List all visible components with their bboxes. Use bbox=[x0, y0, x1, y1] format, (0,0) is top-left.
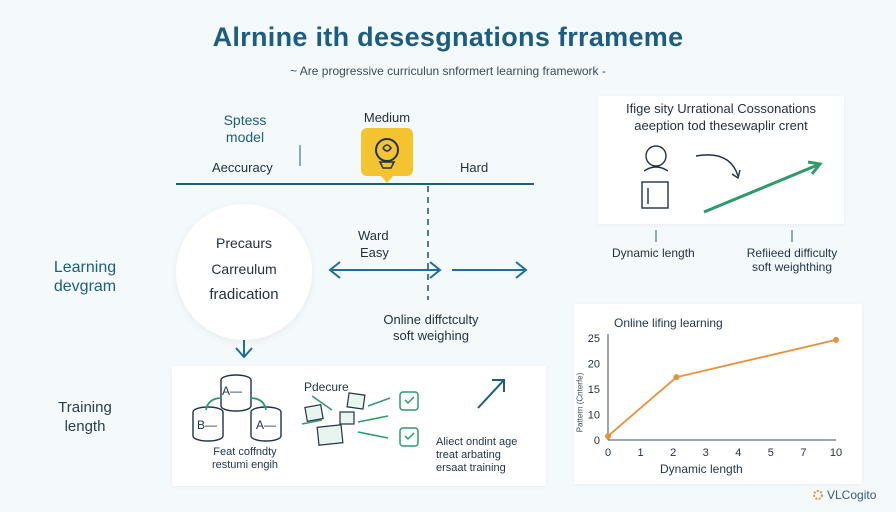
training-panel-graphics bbox=[192, 374, 505, 447]
database-right-icon bbox=[250, 412, 282, 442]
sptess-model-label: Sptess model bbox=[210, 112, 280, 146]
database-link-arrows bbox=[205, 397, 267, 411]
page-subtitle: ~ Are progressive curriculun snformert l… bbox=[290, 64, 606, 78]
refined-difficulty-label: Refiieed difficulty soft weighthing bbox=[734, 246, 850, 274]
page-title: Alrnine ith desesgnations frrameme bbox=[212, 22, 684, 52]
chart-ylabel: Pattern (Cnterfe) bbox=[575, 372, 585, 433]
learning-label: Learning devgram bbox=[40, 258, 130, 296]
right-arrow-icon bbox=[452, 261, 528, 279]
data-point bbox=[605, 433, 611, 440]
x-tick-label: 1 bbox=[638, 447, 644, 459]
thinking-head-icon bbox=[375, 138, 399, 183]
refined-line2: soft weighthing bbox=[751, 260, 833, 274]
database-left-icon bbox=[192, 412, 224, 442]
accuracy-label: Aeccuracy bbox=[212, 160, 273, 175]
y-tick-label: 25 bbox=[588, 333, 600, 345]
learning-label-line2: devgram bbox=[53, 278, 117, 295]
chart-title: Online lifing learning bbox=[614, 316, 723, 330]
feat-line1: Feat coffndty bbox=[213, 446, 277, 458]
cogito-logo-icon bbox=[813, 490, 823, 500]
db-label-right: A— bbox=[256, 418, 277, 432]
procedure-label: Pdecure bbox=[304, 380, 349, 394]
feat-label: Feat coffndty restumi engih bbox=[190, 446, 300, 472]
training-label-line2: length bbox=[64, 418, 106, 435]
sptess-label-line2: model bbox=[225, 129, 265, 145]
database-icon bbox=[220, 380, 252, 412]
circle-line3: fradication bbox=[209, 286, 279, 303]
learner-face-icon bbox=[645, 145, 667, 167]
training-label-line1: Training bbox=[58, 399, 112, 416]
y-tick-label: 10 bbox=[588, 410, 600, 422]
y-tick-label: 20 bbox=[588, 359, 600, 371]
alloc-line1: Aliect ondint age bbox=[436, 436, 518, 448]
online-line2: soft weighing bbox=[393, 328, 469, 343]
panel-title-line2: aeeption tod thesewaplir crent bbox=[634, 118, 808, 133]
medium-badge bbox=[361, 128, 413, 183]
circle-line2: Carreulum bbox=[211, 261, 277, 277]
hard-label: Hard bbox=[460, 160, 489, 175]
y-tick-label: 0 bbox=[594, 435, 600, 447]
curriculum-circle bbox=[176, 204, 312, 340]
db-label-left: B— bbox=[197, 418, 218, 432]
circle-line1: Precaurs bbox=[215, 235, 273, 251]
progress-arrow-icon bbox=[703, 160, 823, 214]
curriculum-panel-title: Ifige sity Urrational Cossonations aeept… bbox=[598, 100, 844, 134]
brand-name: VLCogito bbox=[827, 488, 877, 502]
document-icon bbox=[641, 181, 669, 209]
online-difficulty-label: Online diffctculty soft weighing bbox=[366, 312, 496, 344]
training-label: Training length bbox=[40, 398, 130, 436]
x-tick-label: 0 bbox=[605, 447, 611, 459]
data-point bbox=[673, 374, 680, 381]
curriculum-panel-graphics bbox=[641, 145, 823, 214]
alloc-line2: treat arbating bbox=[436, 449, 501, 461]
curriculum-panel bbox=[598, 96, 844, 224]
line-chart: 0 1 2 3 4 5 7 10 0 10 15 20 25 bbox=[588, 333, 842, 459]
growth-arrow-icon bbox=[477, 379, 505, 409]
allocate-label: Aliect ondint age treat arbating ersaat … bbox=[436, 436, 517, 475]
db-label-top: A— bbox=[222, 384, 243, 398]
x-tick-label: 5 bbox=[768, 447, 774, 459]
x-tick-label: 2 bbox=[670, 447, 676, 459]
y-tick-label: 15 bbox=[588, 384, 600, 396]
data-point bbox=[833, 336, 839, 343]
brand-logo: VLCogito bbox=[812, 488, 876, 502]
chart-panel bbox=[574, 304, 862, 484]
double-arrow-icon bbox=[328, 261, 442, 279]
medium-label: Medium bbox=[363, 110, 411, 125]
chart-xlabel: Dynamic length bbox=[660, 462, 743, 476]
x-tick-label: 10 bbox=[830, 447, 842, 459]
right-ticks bbox=[655, 230, 793, 242]
feat-line2: restumi engih bbox=[211, 459, 279, 471]
ward-label: Ward bbox=[358, 228, 389, 243]
dynamic-length-label: Dynamic length bbox=[612, 246, 695, 260]
online-line1: Online diffctculty bbox=[383, 312, 479, 327]
sptess-label-line1: Sptess bbox=[223, 112, 267, 128]
x-tick-label: 7 bbox=[800, 447, 806, 459]
learning-label-line1: Learning bbox=[53, 259, 117, 276]
curriculum-circle-text: Precaurs Carreulum fradication bbox=[176, 230, 312, 308]
alloc-line3: ersaat training bbox=[436, 462, 506, 474]
x-tick-label: 3 bbox=[703, 447, 709, 459]
curved-arrow-icon bbox=[695, 154, 741, 180]
easy-label: Easy bbox=[360, 245, 389, 260]
panel-title-line1: Ifige sity Urrational Cossonations bbox=[625, 101, 817, 116]
x-tick-label: 4 bbox=[735, 447, 741, 459]
procedure-cards-icon bbox=[304, 392, 366, 446]
refined-line1: Refiieed difficulty bbox=[746, 246, 838, 260]
procedure-arrows-icon bbox=[301, 395, 391, 439]
series-line bbox=[607, 339, 837, 437]
